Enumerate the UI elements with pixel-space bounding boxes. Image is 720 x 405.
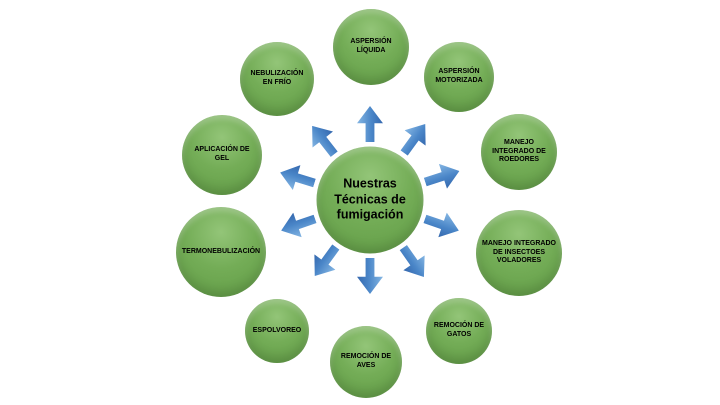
arrow-to-aspersion-motorizada-icon: [394, 116, 436, 160]
center-node-nuestras-tecnicas: Nuestras Técnicas de fumigación: [316, 146, 424, 254]
node-nebulizacion-en-frio: NEBULIZACIÓN EN FRÍO: [240, 42, 314, 116]
arrow-to-manejo-roedores-icon: [421, 159, 463, 195]
node-espolvoreo: ESPOLVOREO: [245, 299, 309, 363]
arrow-to-aspersion-liquida-icon: [357, 106, 383, 142]
node-aspersion-liquida: ASPERSIÓN LÍQUIDA: [333, 9, 409, 85]
arrow-to-termonebulizacion-icon: [277, 207, 320, 243]
node-remocion-de-gatos: REMOCIÓN DE GATOS: [426, 298, 492, 364]
node-aspersion-motorizada: ASPERSIÓN MOTORIZADA: [424, 42, 494, 112]
node-remocion-de-aves: REMOCIÓN DE AVES: [330, 326, 402, 398]
node-termonebulizacion: TERMONEBULIZACIÓN: [176, 207, 266, 297]
arrow-to-aplicacion-gel-icon: [276, 160, 318, 195]
node-manejo-integrado-roedores: MANEJO INTEGRADO DE ROEDORES: [481, 114, 557, 190]
node-aplicacion-de-gel: APLICACIÓN DE GEL: [182, 115, 262, 195]
arrow-to-remocion-aves-icon: [357, 258, 383, 294]
node-manejo-integrado-insectos-voladores: MANEJO INTEGRADO DE INSECTOES VOLADORES: [476, 210, 562, 296]
arrow-to-espolvoreo-icon: [304, 239, 346, 283]
arrow-to-manejo-insectos-voladores-icon: [421, 207, 464, 243]
arrow-to-remocion-gatos-icon: [393, 240, 435, 284]
